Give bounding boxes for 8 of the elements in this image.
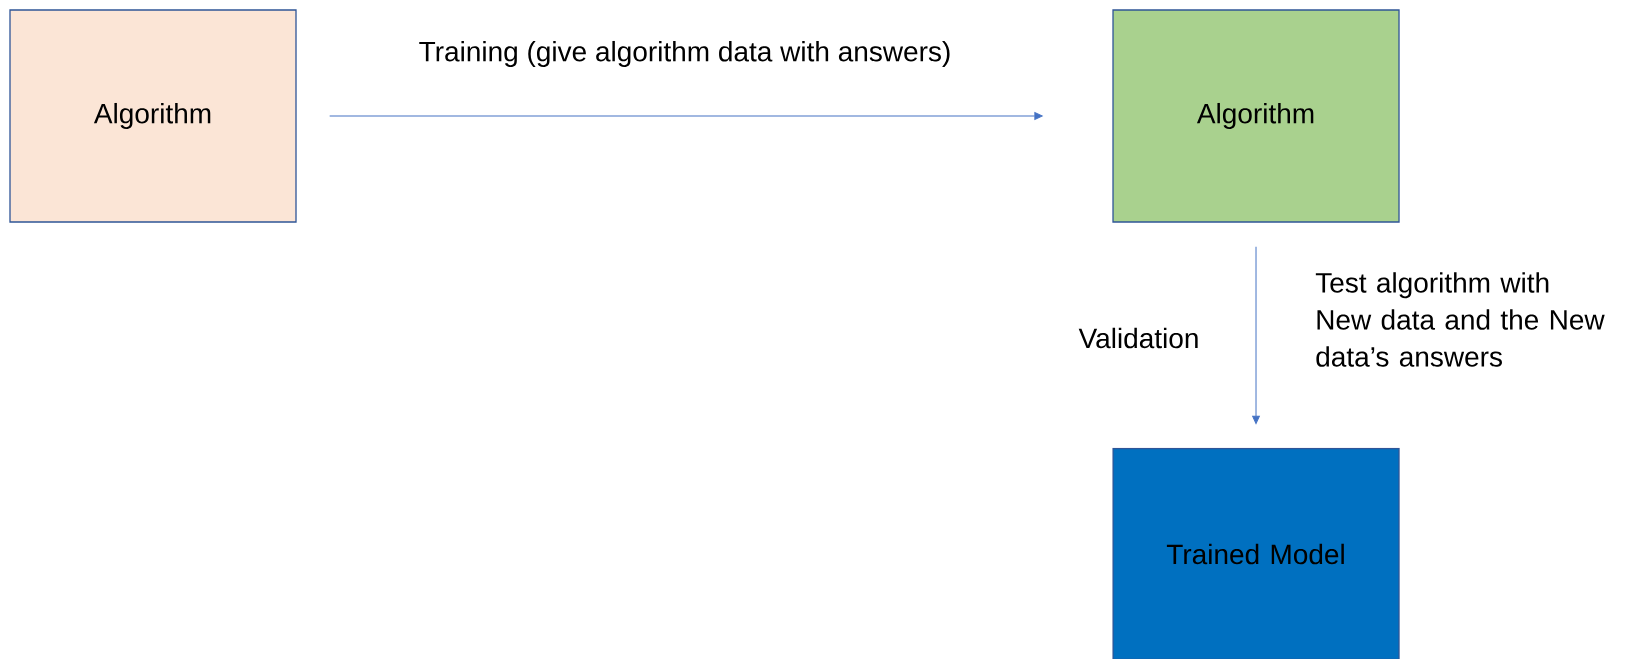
- arrow: [1252, 246, 1260, 425]
- arrow: [329, 112, 1043, 120]
- note-text: Test algorithm with New data and the New data’s answers: [1315, 272, 1605, 367]
- edge-label: Validation: [1076, 325, 1202, 351]
- process-box: Trained Model: [1112, 447, 1400, 659]
- edge-label: Training (give algorithm data with answers): [416, 38, 954, 70]
- process-box: Algorithm: [9, 9, 297, 223]
- process-box: Algorithm: [1112, 9, 1400, 223]
